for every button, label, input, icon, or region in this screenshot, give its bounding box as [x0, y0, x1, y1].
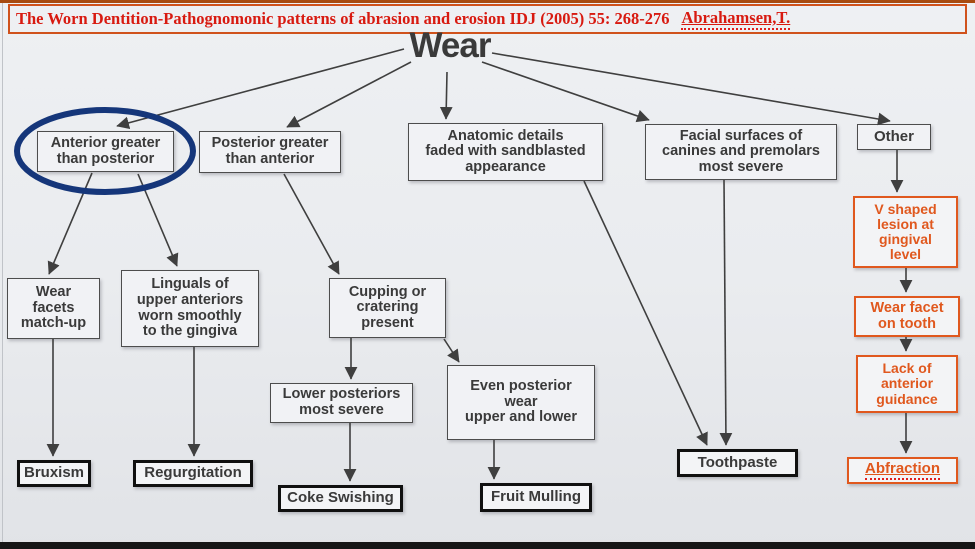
node-wear-facet-on-tooth: Wear facet on tooth — [854, 296, 960, 337]
node-wear-facets-match-up: Wear facets match-up — [7, 278, 100, 339]
arrow-anatomic-to-toothpaste — [583, 180, 708, 446]
node-other: Other — [857, 124, 931, 150]
node-lower-posteriors-most-severe: Lower posteriors most severe — [270, 383, 413, 423]
node-regurgitation: Regurgitation — [133, 460, 253, 487]
node-fruit-mulling: Fruit Mulling — [480, 483, 592, 512]
node-cupping-or-cratering: Cupping or cratering present — [329, 278, 446, 338]
bottom-bar — [0, 542, 975, 549]
arrow-wear-to-facial — [481, 61, 650, 123]
arrow-posterior-to-cupping — [283, 173, 340, 275]
arrow-wear-to-anterior — [116, 48, 405, 130]
arrow-wear-to-other — [491, 52, 891, 126]
node-toothpaste: Toothpaste — [677, 449, 798, 477]
abfraction-label: Abfraction — [865, 461, 940, 480]
arrow-wear-to-anatomic — [439, 71, 453, 120]
top-strip — [0, 0, 975, 3]
node-anatomic-details-faded: Anatomic details faded with sandblasted … — [408, 123, 603, 181]
node-linguals-worn-smoothly: Linguals of upper anteriors worn smoothl… — [121, 270, 259, 347]
node-abfraction: Abfraction — [847, 457, 958, 484]
node-posterior-greater-than-anterior: Posterior greater than anterior — [199, 131, 341, 173]
node-facial-surfaces-most-severe: Facial surfaces of canines and premolars… — [645, 124, 837, 180]
root-node-wear: Wear — [409, 26, 492, 65]
arrow-wear-to-posterior — [286, 61, 412, 128]
node-lack-of-anterior-guidance: Lack of anterior guidance — [856, 355, 958, 413]
slide-left-edge — [2, 3, 3, 542]
node-even-posterior-wear: Even posterior wear upper and lower — [447, 365, 595, 440]
node-coke-swishing: Coke Swishing — [278, 485, 403, 512]
arrow-anterior-to-linguals — [137, 173, 179, 267]
title-bar: The Worn Dentition-Pathognomonic pattern… — [8, 4, 967, 34]
author-citation: Abrahamsen,T. — [681, 8, 791, 30]
arrow-facial-to-toothpaste — [719, 179, 733, 446]
slide-title: The Worn Dentition-Pathognomonic pattern… — [16, 9, 670, 28]
node-v-shaped-lesion: V shaped lesion at gingival level — [853, 196, 958, 268]
node-anterior-greater-than-posterior: Anterior greater than posterior — [37, 131, 174, 172]
arrow-cupping-to-even-posterior — [443, 338, 460, 363]
node-bruxism: Bruxism — [17, 460, 91, 487]
arrow-anterior-to-wear-facets — [47, 172, 93, 275]
